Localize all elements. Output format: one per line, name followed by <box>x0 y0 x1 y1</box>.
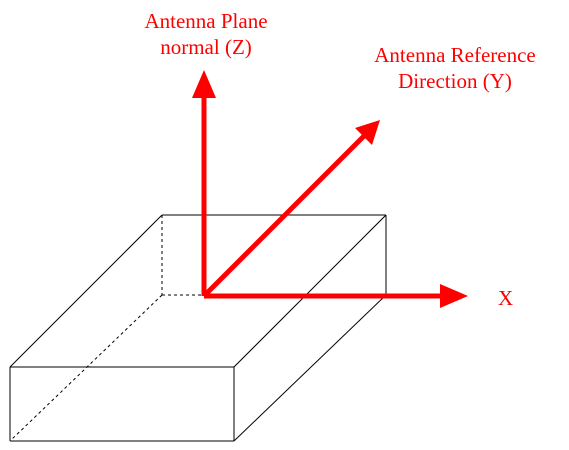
y-axis-arrowhead <box>355 120 380 145</box>
device-box-hidden-edges <box>9 215 204 442</box>
z-axis-label: Antenna Plane normal (Z) <box>114 8 298 60</box>
y-axis-label-line2: Direction (Y) <box>398 69 512 93</box>
y-axis-label-line1: Antenna Reference <box>374 43 536 67</box>
box-edge-top-left <box>9 214 163 368</box>
box-edge-top-right <box>233 214 387 368</box>
z-axis-arrowhead <box>192 70 216 98</box>
axes <box>201 80 456 299</box>
box-hidden-bottom-left <box>9 294 163 442</box>
x-axis-label: X <box>498 286 514 310</box>
y-axis-arrow <box>202 124 376 298</box>
arrowheads <box>192 70 468 308</box>
y-axis-label: Antenna Reference Direction (Y) <box>345 42 565 94</box>
box-edge-bottom-right <box>233 294 387 442</box>
z-axis-label-line1: Antenna Plane <box>144 9 268 33</box>
device-box <box>9 214 387 442</box>
z-axis-label-line2: normal (Z) <box>160 35 252 59</box>
x-axis-arrowhead <box>440 284 468 308</box>
